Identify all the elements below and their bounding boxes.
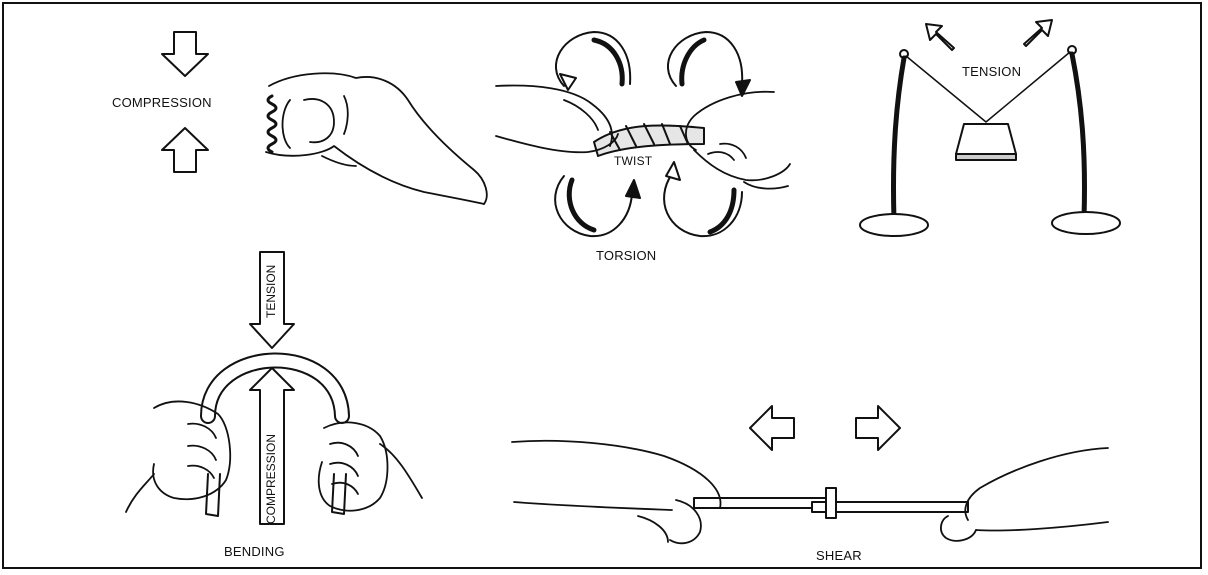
torsion-panel bbox=[496, 32, 790, 236]
weight-block bbox=[956, 124, 1016, 160]
left-post bbox=[860, 50, 928, 236]
hand-compression bbox=[266, 73, 487, 204]
arrow-left-icon bbox=[750, 406, 794, 450]
label-tension-bend: TENSION bbox=[264, 265, 278, 318]
shear-strips bbox=[694, 488, 968, 518]
arrow-upright-icon bbox=[1024, 20, 1052, 46]
spring-icon bbox=[268, 96, 276, 152]
label-compression: COMPRESSION bbox=[112, 95, 212, 110]
label-tension-top: TENSION bbox=[962, 64, 1021, 79]
curved-arrow-icon bbox=[555, 176, 632, 236]
tension-panel bbox=[860, 20, 1120, 236]
hand-left-shear bbox=[512, 441, 721, 544]
compression-panel bbox=[162, 32, 487, 204]
arrow-upleft-icon bbox=[926, 24, 954, 50]
label-torsion: TORSION bbox=[596, 248, 656, 263]
diagram-frame: COMPRESSION TWIST TORSION TENSION TENSIO… bbox=[2, 2, 1202, 569]
label-shear: SHEAR bbox=[816, 548, 862, 563]
label-bending: BENDING bbox=[224, 544, 285, 559]
stress-types-illustration bbox=[4, 4, 1204, 571]
label-twist: TWIST bbox=[614, 154, 652, 168]
arrow-down-icon bbox=[162, 32, 208, 76]
right-post bbox=[1052, 46, 1120, 234]
arrow-up-icon bbox=[162, 128, 208, 172]
shear-panel bbox=[512, 406, 1108, 543]
hand-right-shear bbox=[941, 448, 1108, 541]
label-compression-bend: COMPRESSION bbox=[264, 434, 278, 524]
arrow-right-icon bbox=[856, 406, 900, 450]
